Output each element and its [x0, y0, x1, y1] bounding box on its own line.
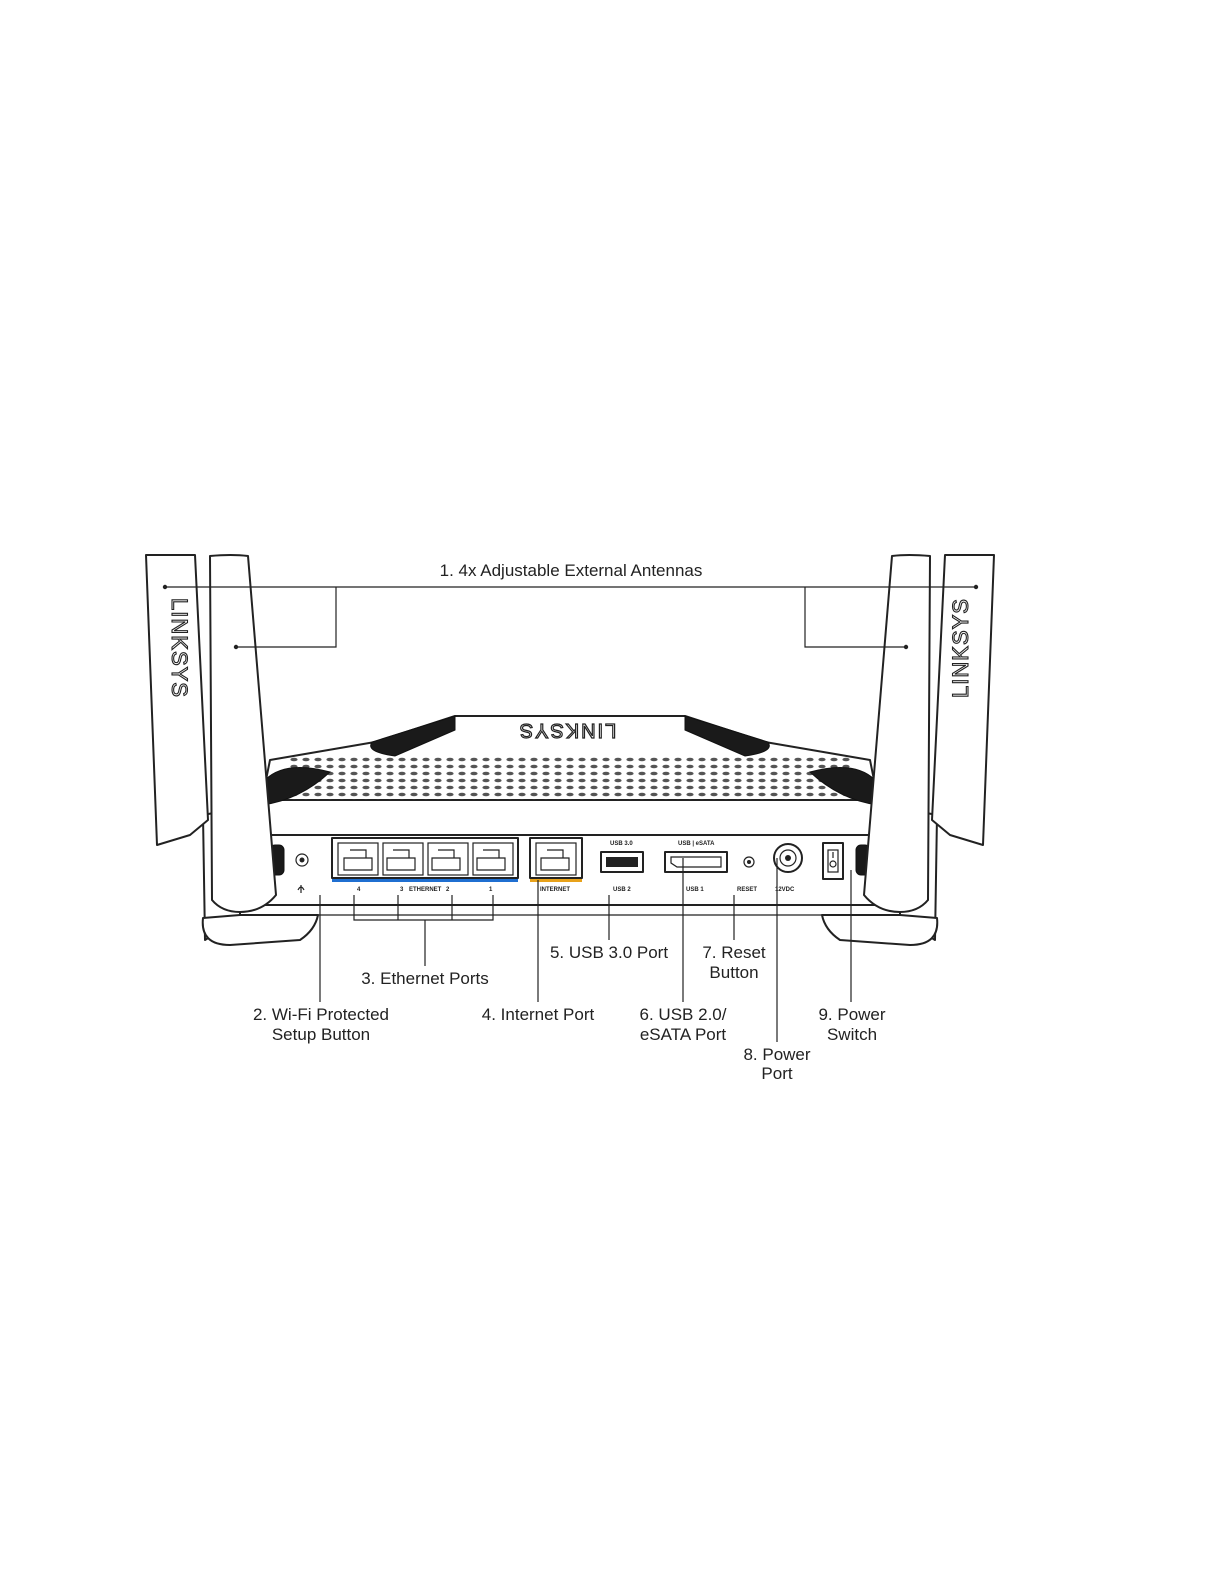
callout-reset-line2: Button — [709, 963, 758, 982]
router-top-brand: LINKSYS — [518, 719, 616, 741]
power-switch-graphic — [823, 843, 843, 879]
antenna-right-outer-brand: LINKSYS — [948, 598, 973, 698]
callout-ethernet: 3. Ethernet Ports — [361, 969, 489, 988]
usb2-bottom-label: USB 2 — [613, 887, 631, 893]
callout-usb3: 5. USB 3.0 Port — [550, 943, 668, 962]
ethernet-accent-bar — [332, 879, 518, 882]
router-top-shell: LINKSYS — [262, 716, 878, 835]
antenna-right-outer: LINKSYS — [932, 555, 994, 845]
callout-usb2-line1: 6. USB 2.0/ — [640, 1005, 727, 1024]
antenna-right-inner — [864, 555, 930, 912]
callout-antennas: 1. 4x Adjustable External Antennas — [440, 561, 703, 580]
callout-usb2-line2: eSATA Port — [640, 1025, 727, 1044]
antenna-left-outer: LINKSYS — [146, 555, 208, 845]
callout-power-switch-line2: Switch — [827, 1025, 877, 1044]
antenna-left-outer-brand: LINKSYS — [167, 598, 192, 698]
ethernet-label: ETHERNET — [409, 887, 442, 893]
callout-power-port-line2: Port — [761, 1064, 792, 1083]
callout-internet: 4. Internet Port — [482, 1005, 595, 1024]
dc-label: 12VDC — [775, 887, 795, 893]
callout-wps-line2: Setup Button — [272, 1025, 370, 1044]
antenna-left-inner — [210, 555, 276, 912]
usb3-top-label: USB 3.0 — [610, 841, 633, 847]
callout-power-port-line1: 8. Power — [743, 1045, 810, 1064]
reset-label: RESET — [737, 887, 757, 893]
internet-label: INTERNET — [540, 887, 570, 893]
callout-wps-line1: 2. Wi-Fi Protected — [253, 1005, 389, 1024]
callout-reset-line1: 7. Reset — [702, 943, 766, 962]
usb1-bottom-label: USB 1 — [686, 887, 704, 893]
usb-esata-top-label: USB | eSATA — [678, 841, 715, 847]
callout-power-switch-line1: 9. Power — [818, 1005, 885, 1024]
